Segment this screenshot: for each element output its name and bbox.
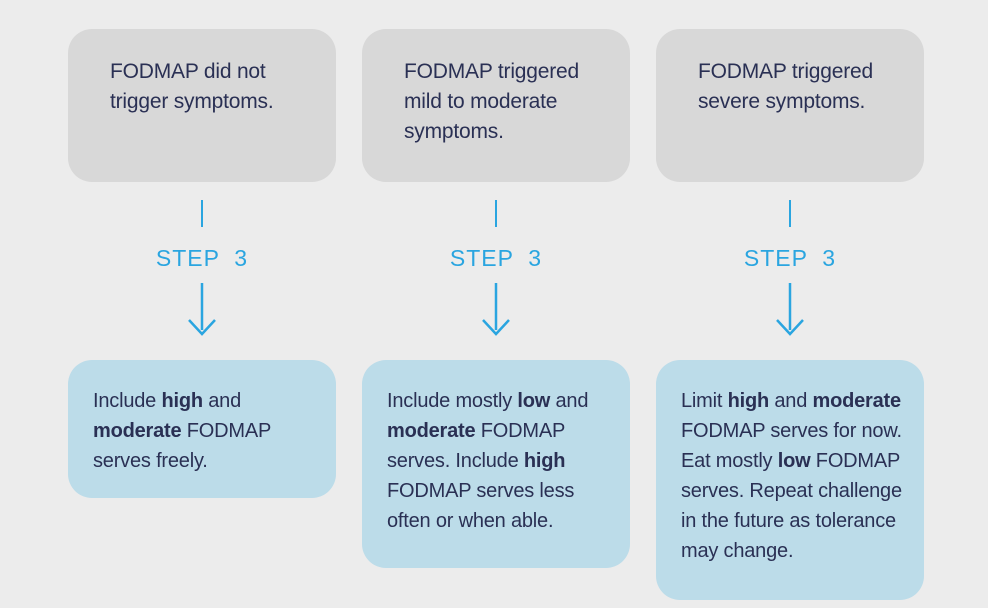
outcome-box: FODMAP triggered mild to moderate sympto… [362, 29, 630, 182]
outcome-text: FODMAP did not trigger symptoms. [110, 60, 274, 113]
outcome-box: FODMAP did not trigger symptoms. [68, 29, 336, 182]
outcome-text: FODMAP triggered mild to moderate sympto… [404, 60, 579, 143]
connector-line [494, 200, 498, 227]
down-arrow-icon [482, 283, 510, 336]
outcome-text: FODMAP triggered severe symptoms. [698, 60, 873, 113]
action-text: Include high and moderate FODMAP serves … [93, 390, 271, 472]
step-label: STEP 3 [155, 245, 249, 271]
action-box: Include mostly low and moderate FODMAP s… [362, 360, 630, 568]
action-box: Include high and moderate FODMAP serves … [68, 360, 336, 498]
down-arrow-icon [188, 283, 216, 336]
down-arrow-icon [776, 283, 804, 336]
connector-line [788, 200, 792, 227]
step-label: STEP 3 [743, 245, 837, 271]
column-severe-symptoms: FODMAP triggered severe symptoms. STEP 3… [656, 0, 924, 608]
connector-line [200, 200, 204, 227]
column-mild-moderate-symptoms: FODMAP triggered mild to moderate sympto… [362, 0, 630, 608]
column-no-symptoms: FODMAP did not trigger symptoms. STEP 3 … [68, 0, 336, 608]
action-text: Include mostly low and moderate FODMAP s… [387, 390, 589, 532]
action-box: Limit high and moderate FODMAP serves fo… [656, 360, 924, 600]
outcome-box: FODMAP triggered severe symptoms. [656, 29, 924, 182]
step-label: STEP 3 [449, 245, 543, 271]
action-text: Limit high and moderate FODMAP serves fo… [681, 390, 902, 562]
